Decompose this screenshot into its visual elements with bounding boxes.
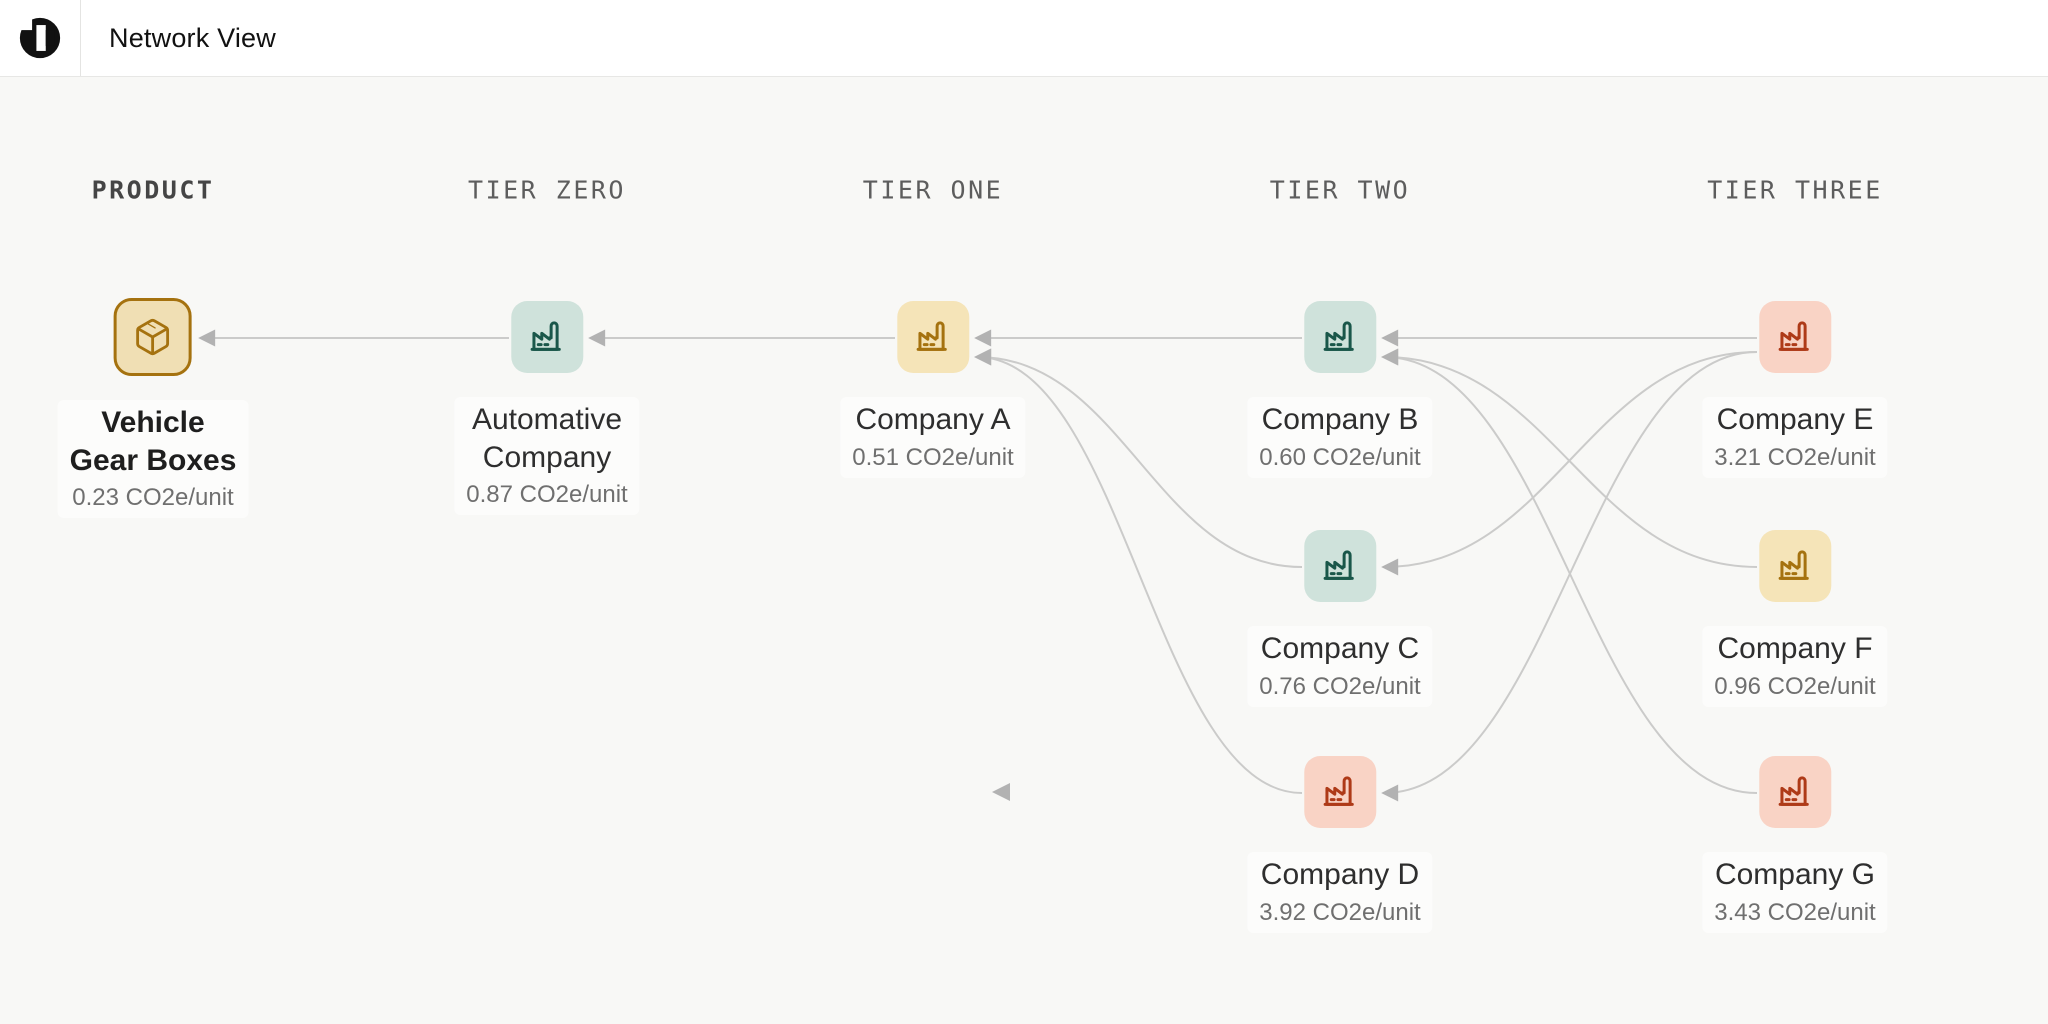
node-c: Company C 0.76 CO2e/unit: [1247, 530, 1433, 707]
node-label: Company D 3.92 CO2e/unit: [1247, 852, 1433, 933]
node-label: Company E 3.21 CO2e/unit: [1702, 397, 1888, 478]
factory-icon[interactable]: [1759, 301, 1831, 373]
package-icon[interactable]: [113, 298, 192, 376]
edge-e-to-c: [1381, 351, 1758, 576]
node-value: 0.96 CO2e/unit: [1714, 672, 1876, 700]
node-name-line: Company C: [1260, 632, 1420, 665]
tier-label-tier-one: TIER ONE: [862, 175, 1004, 205]
node-name: Company B: [1259, 401, 1420, 439]
node-b: Company B 0.60 CO2e/unit: [1247, 301, 1433, 478]
node-name-line: Automative: [471, 403, 623, 436]
node-name: Company D: [1259, 856, 1420, 894]
node-name-line: Vehicle: [101, 406, 205, 439]
factory-icon[interactable]: [897, 301, 969, 373]
orphan-arrowhead: [992, 783, 1010, 801]
factory-icon[interactable]: [1304, 756, 1376, 828]
node-value: 0.51 CO2e/unit: [852, 443, 1014, 471]
node-name: Company G: [1714, 856, 1875, 894]
factory-icon[interactable]: [1759, 530, 1831, 602]
node-value: 3.21 CO2e/unit: [1714, 443, 1876, 471]
node-label: Company F 0.96 CO2e/unit: [1702, 626, 1888, 707]
node-value: 0.87 CO2e/unit: [466, 481, 628, 508]
node-value: 3.92 CO2e/unit: [1259, 898, 1421, 926]
node-name: Company A: [852, 401, 1013, 439]
tier-label-tier-three: TIER THREE: [1707, 175, 1883, 205]
node-name-line: Company F: [1717, 632, 1873, 665]
node-name-line: Company G: [1714, 858, 1876, 891]
tier-label-tier-two: TIER TWO: [1269, 175, 1411, 205]
node-name-line: Company B: [1261, 403, 1419, 436]
edge-e-to-d: [1381, 351, 1758, 802]
node-name: Company E: [1714, 401, 1875, 439]
brand-logo-icon: [17, 15, 61, 59]
node-name-line: Company E: [1716, 403, 1874, 436]
edge-d-to-a: [974, 348, 1303, 794]
node-d: Company D 3.92 CO2e/unit: [1247, 756, 1433, 933]
node-name-line: Gear Boxes: [69, 443, 237, 477]
node-e: Company E 3.21 CO2e/unit: [1702, 301, 1888, 478]
app-header: Network View: [0, 0, 2048, 77]
node-value: 0.60 CO2e/unit: [1259, 443, 1421, 471]
node-value: 0.23 CO2e/unit: [72, 484, 234, 511]
node-label: Company C 0.76 CO2e/unit: [1247, 626, 1433, 707]
node-name-line: Company D: [1260, 858, 1420, 891]
brand-logo[interactable]: [0, 0, 81, 76]
node-f: Company F 0.96 CO2e/unit: [1702, 530, 1888, 707]
edge-f-to-b: [1381, 348, 1758, 568]
page-title: Network View: [109, 22, 276, 53]
node-name: Company F: [1714, 630, 1875, 668]
edge-g-to-b: [1381, 348, 1758, 794]
node-value: 3.43 CO2e/unit: [1714, 898, 1876, 926]
node-name-line: Company A: [855, 403, 1011, 436]
node-value: 0.76 CO2e/unit: [1259, 672, 1421, 700]
node-label: Company G 3.43 CO2e/unit: [1702, 852, 1888, 933]
factory-icon[interactable]: [1759, 756, 1831, 828]
tier-label-product: PRODUCT: [91, 175, 215, 205]
edge-c-to-a: [974, 348, 1303, 568]
factory-icon[interactable]: [1304, 301, 1376, 373]
node-name: Company C: [1259, 630, 1420, 668]
node-name-line: Company: [482, 440, 612, 474]
factory-icon[interactable]: [511, 301, 583, 373]
node-g: Company G 3.43 CO2e/unit: [1702, 756, 1888, 933]
node-a: Company A 0.51 CO2e/unit: [840, 301, 1026, 478]
tier-label-tier-zero: TIER ZERO: [468, 175, 626, 205]
factory-icon[interactable]: [1304, 530, 1376, 602]
node-label: Company B 0.60 CO2e/unit: [1247, 397, 1433, 478]
node-label: Company A 0.51 CO2e/unit: [840, 397, 1026, 478]
